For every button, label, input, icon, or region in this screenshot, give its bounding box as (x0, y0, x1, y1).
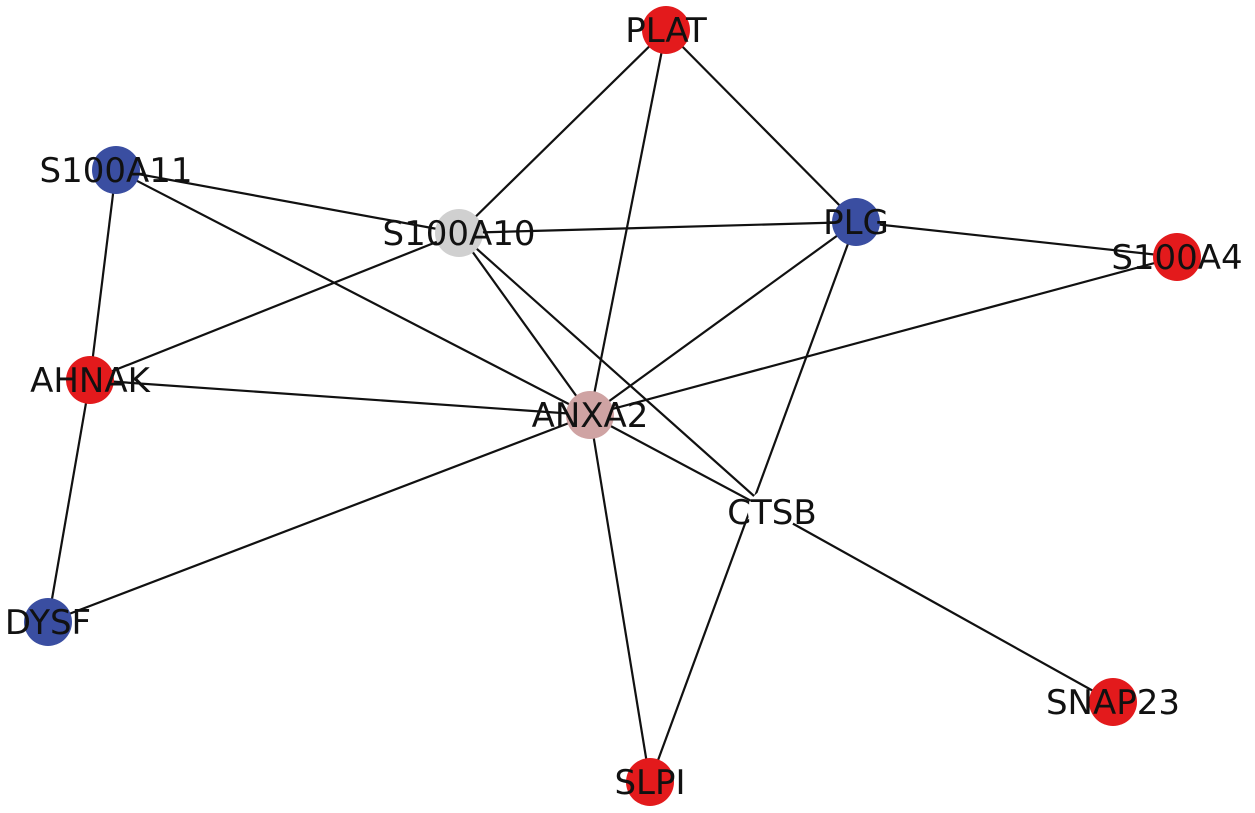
node-label-plg: PLG (823, 203, 889, 243)
edge-s100a10-ahnak (89, 231, 460, 382)
edge-anxa2-ctsb (589, 414, 773, 513)
node-circle-ahnak (66, 356, 114, 404)
node-circle-slpi (626, 758, 674, 806)
node-label-s100a11: S100A11 (40, 151, 193, 191)
edge-ahnak-dysf (46, 379, 92, 623)
node-circle-plat (642, 6, 690, 54)
node-slpi: SLPI (614, 758, 686, 806)
node-label-s100a10: S100A10 (383, 214, 536, 254)
node-plat: PLAT (625, 6, 707, 54)
node-circle-ctsb (748, 488, 796, 536)
node-ctsb: CTSB (727, 488, 817, 536)
edge-s100a11-anxa2 (115, 169, 591, 416)
edge-plat-anxa2 (588, 29, 668, 416)
node-label-ctsb: CTSB (727, 493, 816, 533)
node-label-slpi: SLPI (614, 763, 685, 803)
node-label-dysf: DYSF (5, 603, 91, 643)
edge-anxa2-slpi (588, 414, 652, 783)
edge-plat-s100a10 (458, 29, 667, 234)
node-dysf: DYSF (5, 598, 91, 646)
edge-ahnak-anxa2 (89, 378, 591, 417)
node-ahnak: AHNAK (30, 356, 152, 404)
node-circle-dysf (24, 598, 72, 646)
node-circle-anxa2 (566, 391, 614, 439)
node-label-anxa2: ANXA2 (532, 396, 649, 436)
node-label-ahnak: AHNAK (30, 361, 152, 401)
node-label-s100a4: S100A4 (1111, 238, 1242, 278)
edge-s100a11-s100a10 (115, 168, 460, 235)
node-label-plat: PLAT (625, 11, 707, 51)
edge-s100a10-plg (458, 220, 857, 235)
edge-plg-anxa2 (589, 221, 857, 416)
node-circle-s100a11 (92, 146, 140, 194)
node-anxa2: ANXA2 (532, 391, 649, 439)
node-circle-s100a10 (435, 209, 483, 257)
edge-s100a10-anxa2 (458, 232, 591, 416)
edge-s100a10-ctsb (458, 232, 773, 513)
edge-s100a11-ahnak (88, 169, 118, 381)
node-circle-s100a4 (1153, 233, 1201, 281)
node-s100a11: S100A11 (40, 146, 193, 194)
edge-dysf-anxa2 (47, 413, 591, 624)
edge-s100a4-anxa2 (589, 255, 1178, 417)
node-circle-plg (832, 198, 880, 246)
edge-ctsb-snap23 (771, 511, 1114, 703)
edge-plg-s100a4 (855, 220, 1178, 259)
node-snap23: SNAP23 (1046, 678, 1180, 726)
node-plg: PLG (823, 198, 889, 246)
node-circle-snap23 (1089, 678, 1137, 726)
edge-plat-plg (665, 29, 857, 223)
node-label-snap23: SNAP23 (1046, 683, 1180, 723)
node-s100a10: S100A10 (383, 209, 536, 257)
node-s100a4: S100A4 (1111, 233, 1243, 281)
